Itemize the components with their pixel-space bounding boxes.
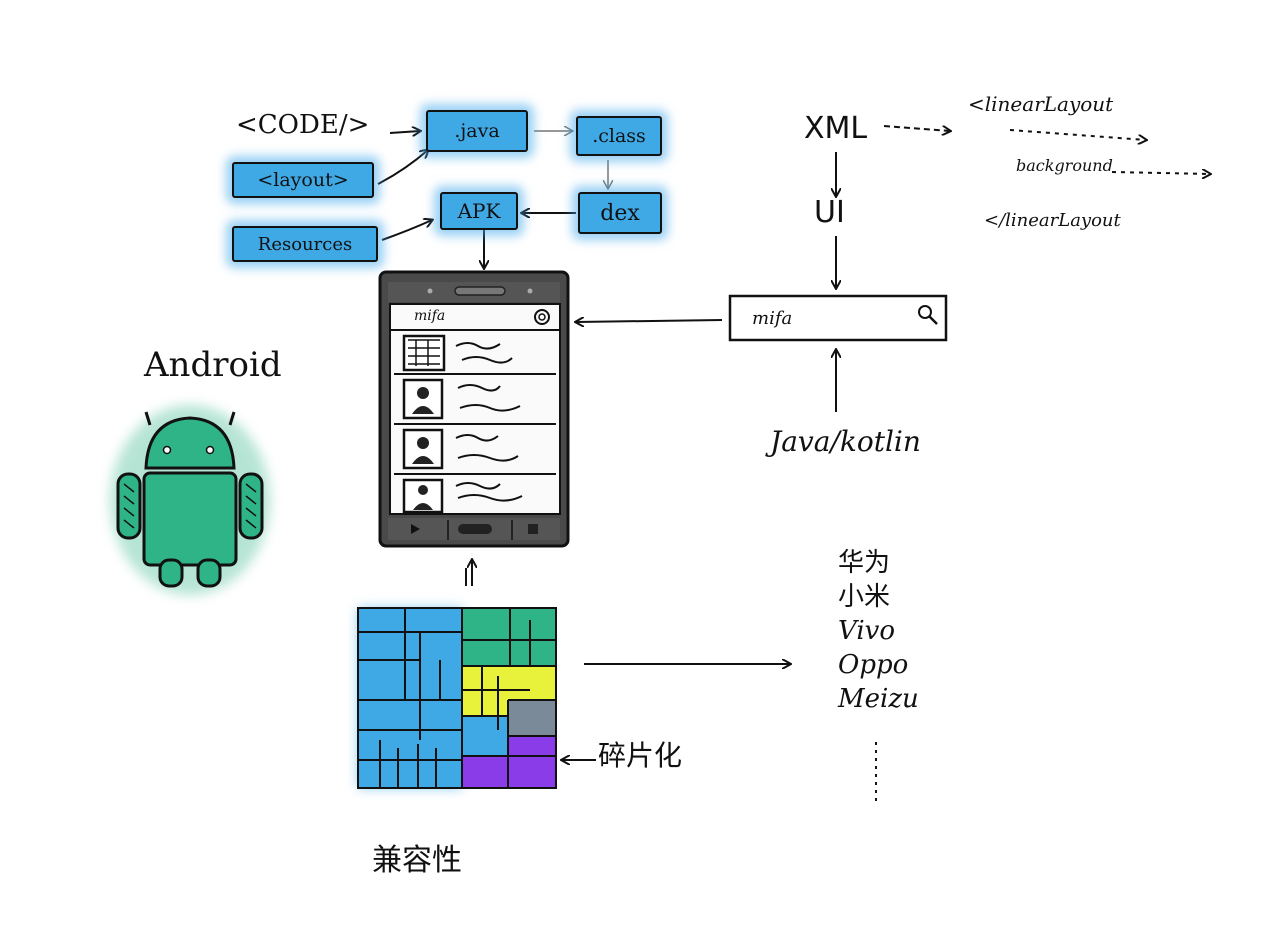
phone-speaker xyxy=(454,286,506,296)
brand-item: Vivo xyxy=(838,616,895,646)
phone-settings-icon xyxy=(534,309,550,325)
java-kotlin-label: Java/kotlin xyxy=(770,425,921,458)
phone-list-row xyxy=(402,378,521,420)
ui-label: UI xyxy=(814,195,845,230)
code-label: <CODE/> xyxy=(236,110,370,140)
phone-recent-icon xyxy=(528,524,538,534)
background-label: background xyxy=(1016,156,1113,175)
android-label: Android xyxy=(144,345,282,385)
brand-item: 小米 xyxy=(838,582,891,612)
phone-list-row xyxy=(402,334,513,372)
layout-box: <layout> xyxy=(232,162,374,198)
linearlayout-open-label: <linearLayout xyxy=(968,92,1114,116)
dex-box: dex xyxy=(578,192,662,234)
arrow-search-to-phone xyxy=(576,320,723,322)
phone-list-row xyxy=(402,478,523,514)
class-box: .class xyxy=(576,116,662,156)
apk-box: APK xyxy=(440,192,518,230)
search-text: mifa xyxy=(752,308,793,329)
pipeline-arrows-gray xyxy=(534,131,608,188)
arrow-dotted-1 xyxy=(1009,129,1146,140)
arrow-layout-to-java xyxy=(377,150,428,185)
xml-label: XML xyxy=(804,111,868,146)
linearlayout-close-label: </linearLayout xyxy=(984,210,1121,231)
arrow-resources-to-apk xyxy=(381,220,432,241)
search-icon xyxy=(918,305,932,319)
resources-box: Resources xyxy=(232,226,378,262)
pipeline-arrows xyxy=(377,131,576,268)
xml-flow-arrows xyxy=(465,125,1210,806)
arrow-xml-to-linear xyxy=(883,125,950,131)
brand-list: 华为 小米 Vivo Oppo Meizu xyxy=(838,550,919,712)
android-robot-icon xyxy=(110,405,270,595)
phone-list-row xyxy=(402,428,519,470)
phone-mockup xyxy=(378,270,570,548)
fragmentation-label: 碎片化 xyxy=(598,739,683,772)
java-box: .java xyxy=(426,110,528,152)
phone-home-icon xyxy=(458,524,492,534)
brand-item: Meizu xyxy=(838,684,919,714)
fragmentation-grid xyxy=(357,607,557,789)
arrow-dotted-2 xyxy=(1111,172,1210,174)
phone-back-icon xyxy=(411,524,420,534)
search-bar xyxy=(728,294,948,342)
compatibility-label: 兼容性 xyxy=(372,843,462,878)
phone-title: mifa xyxy=(414,308,446,324)
brand-item: 华为 xyxy=(838,548,891,578)
arrow-code-to-java xyxy=(389,131,420,133)
brand-item: Oppo xyxy=(838,650,909,680)
